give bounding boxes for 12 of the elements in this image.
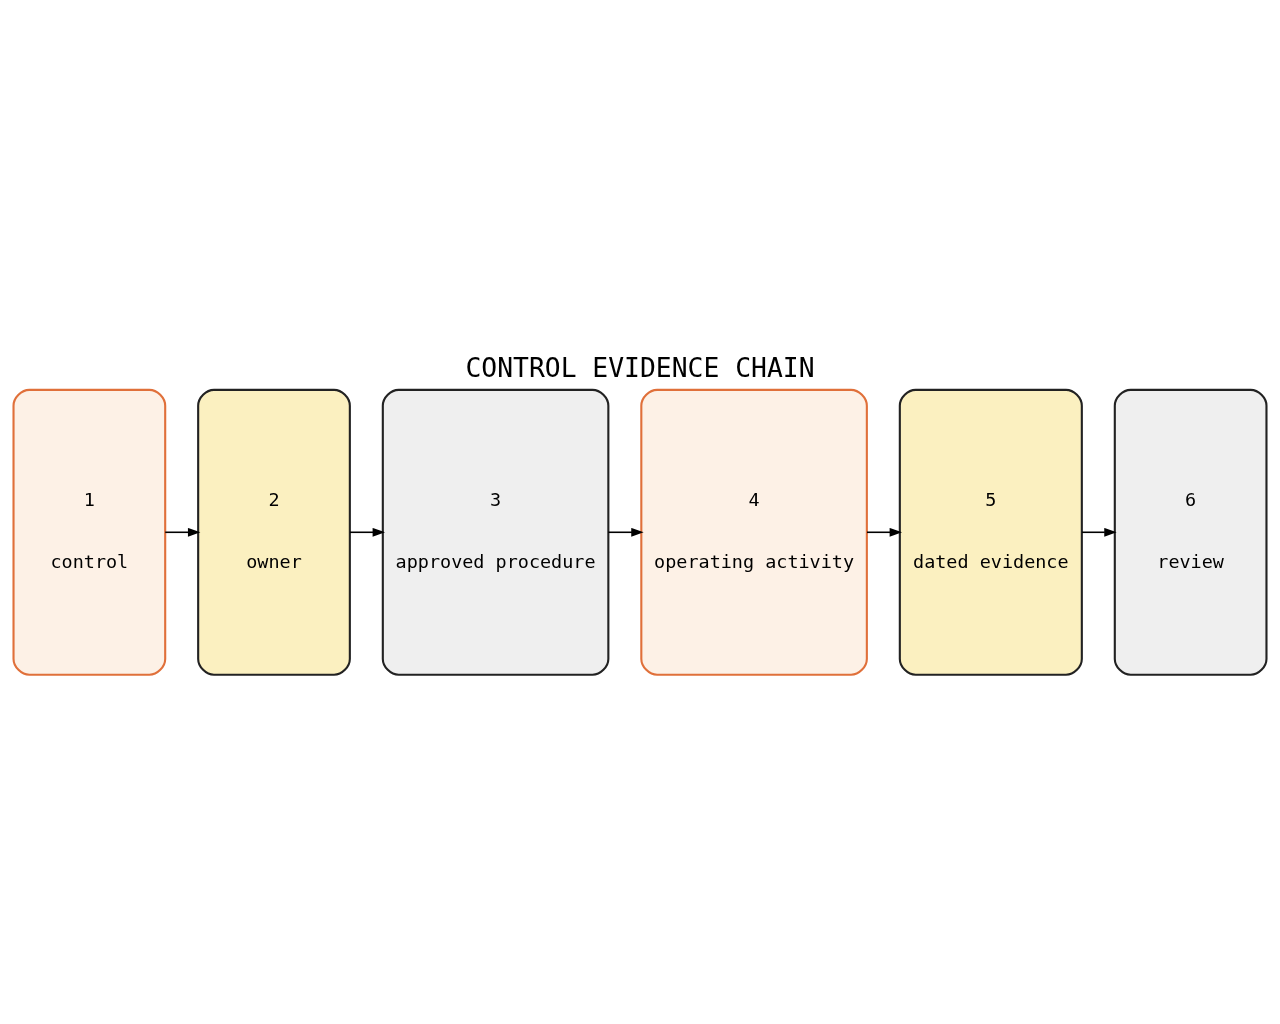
arrow <box>1081 527 1117 537</box>
arrow <box>866 527 903 537</box>
node-box: 4 operating activity <box>640 388 868 676</box>
arrow <box>164 527 201 537</box>
node-box: 3 approved procedure <box>381 388 610 676</box>
node-box: 2 owner <box>197 388 351 676</box>
diagram-title: CONTROL EVIDENCE CHAIN <box>465 352 815 383</box>
arrow <box>349 527 386 537</box>
node-box: 5 dated evidence <box>898 388 1083 676</box>
arrow <box>607 527 644 537</box>
node-box: 6 review <box>1113 388 1268 676</box>
node-box: 1 control <box>12 388 167 676</box>
